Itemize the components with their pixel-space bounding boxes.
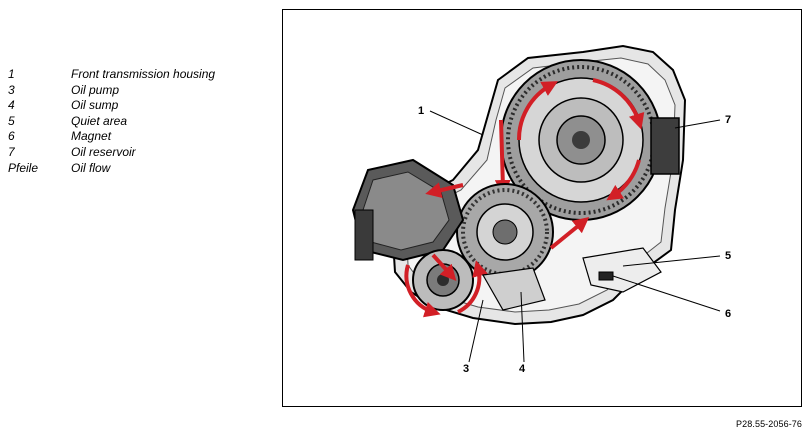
legend-key: 7	[8, 144, 15, 159]
callout-4: 4	[519, 363, 526, 375]
oil-flow-arrow	[549, 216, 590, 250]
transmission-diagram: 1 7 5 6 3 4	[351, 44, 731, 375]
legend-row: 6 Magnet	[8, 129, 215, 145]
oil-flow-arrow	[592, 78, 645, 130]
leader-lines	[429, 110, 721, 363]
oil-reservoir	[650, 117, 680, 175]
leader-line-3	[468, 299, 484, 363]
figure-frame: 1 7 5 6 3 4	[282, 9, 802, 407]
legend-label: Oil reservoir	[71, 144, 136, 159]
leader-line-5	[622, 255, 721, 267]
reference-code: P28.55-2056-76	[736, 419, 802, 429]
legend-label: Oil sump	[71, 98, 119, 113]
oil-pump	[412, 249, 474, 311]
legend-key: 6	[8, 129, 15, 144]
callout-1: 1	[418, 105, 424, 117]
legend-row: Pfeile Oil flow	[8, 161, 215, 177]
medium-gear	[456, 183, 554, 281]
legend-row: 1 Front transmission housing	[8, 67, 215, 83]
large-gear	[500, 59, 662, 221]
oil-flow-arrow	[425, 182, 464, 198]
quiet-area	[582, 247, 662, 293]
oil-flow-arrow	[606, 159, 641, 201]
magnet	[598, 271, 614, 281]
legend-row: 4 Oil sump	[8, 98, 215, 114]
oil-sump	[482, 267, 546, 311]
leader-line-6	[612, 275, 721, 312]
legend-key: 1	[8, 67, 15, 81]
callout-5: 5	[725, 250, 731, 262]
legend-label: Front transmission housing	[71, 67, 216, 81]
legend-label: Quiet area	[71, 113, 128, 128]
legend: 1 Front transmission housing 3 Oil pump …	[8, 67, 215, 176]
leader-line-4	[520, 291, 525, 363]
oil-flow-arrow	[431, 253, 457, 281]
legend-row: 5 Quiet area	[8, 114, 215, 130]
oil-flow-arrows-upper	[494, 78, 645, 201]
legend-row: 3 Oil pump	[8, 83, 215, 99]
legend-key: Pfeile	[8, 160, 39, 175]
callout-7: 7	[725, 114, 731, 126]
legend-label: Oil pump	[71, 82, 120, 97]
valve-body	[351, 158, 465, 262]
oil-flow-arrows-lower	[404, 182, 590, 318]
oil-flow-arrow	[404, 264, 441, 318]
legend-label: Magnet	[71, 129, 112, 144]
legend-label: Oil flow	[71, 160, 111, 175]
legend-key: 4	[8, 98, 15, 113]
oil-flow-arrow	[494, 119, 511, 196]
oil-flow-arrow	[516, 81, 558, 141]
oil-flow-arrow	[457, 260, 488, 314]
leader-line-7	[674, 119, 721, 129]
legend-row: 7 Oil reservoir	[8, 145, 215, 161]
callout-3: 3	[463, 363, 469, 375]
legend-key: 3	[8, 82, 15, 97]
leader-line-1	[429, 110, 484, 136]
callout-6: 6	[725, 308, 731, 320]
legend-key: 5	[8, 113, 15, 128]
